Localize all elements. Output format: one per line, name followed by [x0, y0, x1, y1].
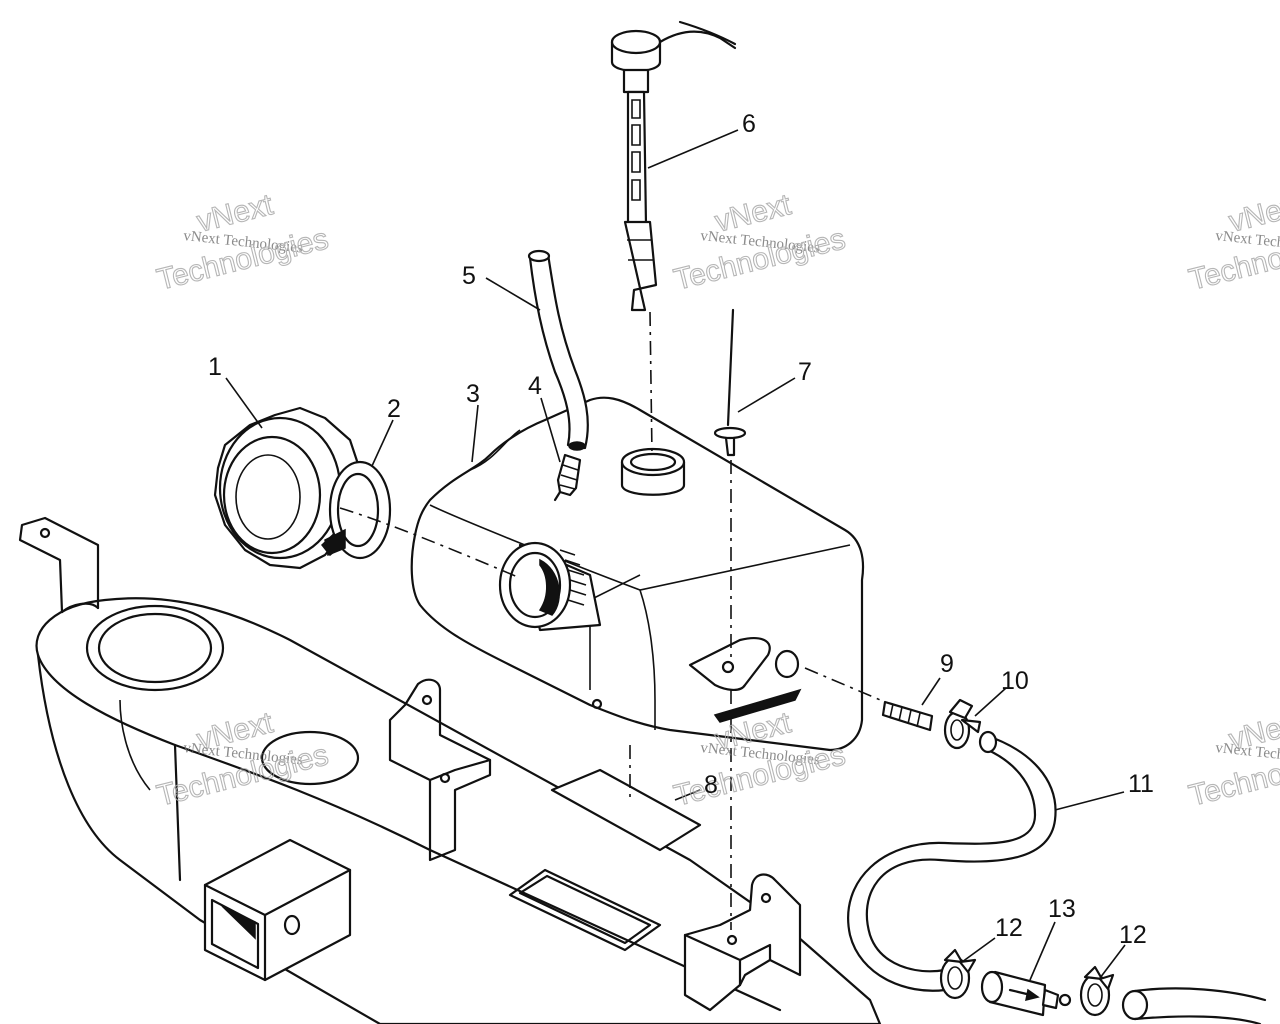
outlet-fitting — [804, 667, 934, 732]
callout-1: 1 — [208, 353, 222, 381]
vent-hose — [527, 249, 589, 451]
hitch-receiver — [203, 838, 352, 982]
tank-top-fitting — [620, 447, 686, 496]
level-gauge — [610, 20, 737, 456]
callout-12-right: 12 — [1119, 921, 1147, 949]
callout-7: 7 — [798, 358, 812, 386]
callout-13: 13 — [1048, 895, 1076, 923]
callout-11: 11 — [1128, 770, 1154, 798]
watermark-6: vNext vNext Technologies Technologies — [1185, 706, 1280, 814]
watermark-1: vNext vNext Technologies Technologies — [153, 188, 332, 298]
inline-filter — [980, 970, 1072, 1017]
callout-6: 6 — [742, 110, 756, 138]
pad — [550, 745, 702, 852]
callout-labels: 1 2 3 4 5 6 7 8 9 10 11 12 13 12 — [208, 110, 1154, 949]
oil-tank — [410, 396, 865, 752]
callout-12-left: 12 — [995, 914, 1023, 942]
callout-5: 5 — [462, 262, 476, 290]
pickup-pin — [713, 308, 747, 930]
watermark-5: vNext vNext Technologies Technologies — [670, 706, 849, 814]
callout-3: 3 — [466, 380, 480, 408]
mounting-bracket — [683, 873, 802, 1012]
leader-lines — [225, 129, 1126, 981]
watermark-3: vNext vNext Technologies Technologies — [1185, 188, 1280, 298]
watermark-2: vNext vNext Technologies Technologies — [670, 188, 849, 298]
callout-10: 10 — [1001, 667, 1029, 695]
vent-fitting — [553, 453, 582, 502]
callout-4: 4 — [528, 372, 542, 400]
callout-2: 2 — [387, 395, 401, 423]
hose-clamp — [943, 698, 982, 750]
oil-hose — [847, 730, 1267, 1024]
hose-clamp-right — [1079, 965, 1115, 1017]
gasket — [324, 460, 392, 560]
assembly-centerlines — [339, 507, 521, 579]
hose-clamp-left — [939, 948, 977, 1000]
callout-9: 9 — [940, 650, 954, 678]
callout-8: 8 — [704, 771, 718, 799]
filler-neck — [498, 541, 602, 632]
